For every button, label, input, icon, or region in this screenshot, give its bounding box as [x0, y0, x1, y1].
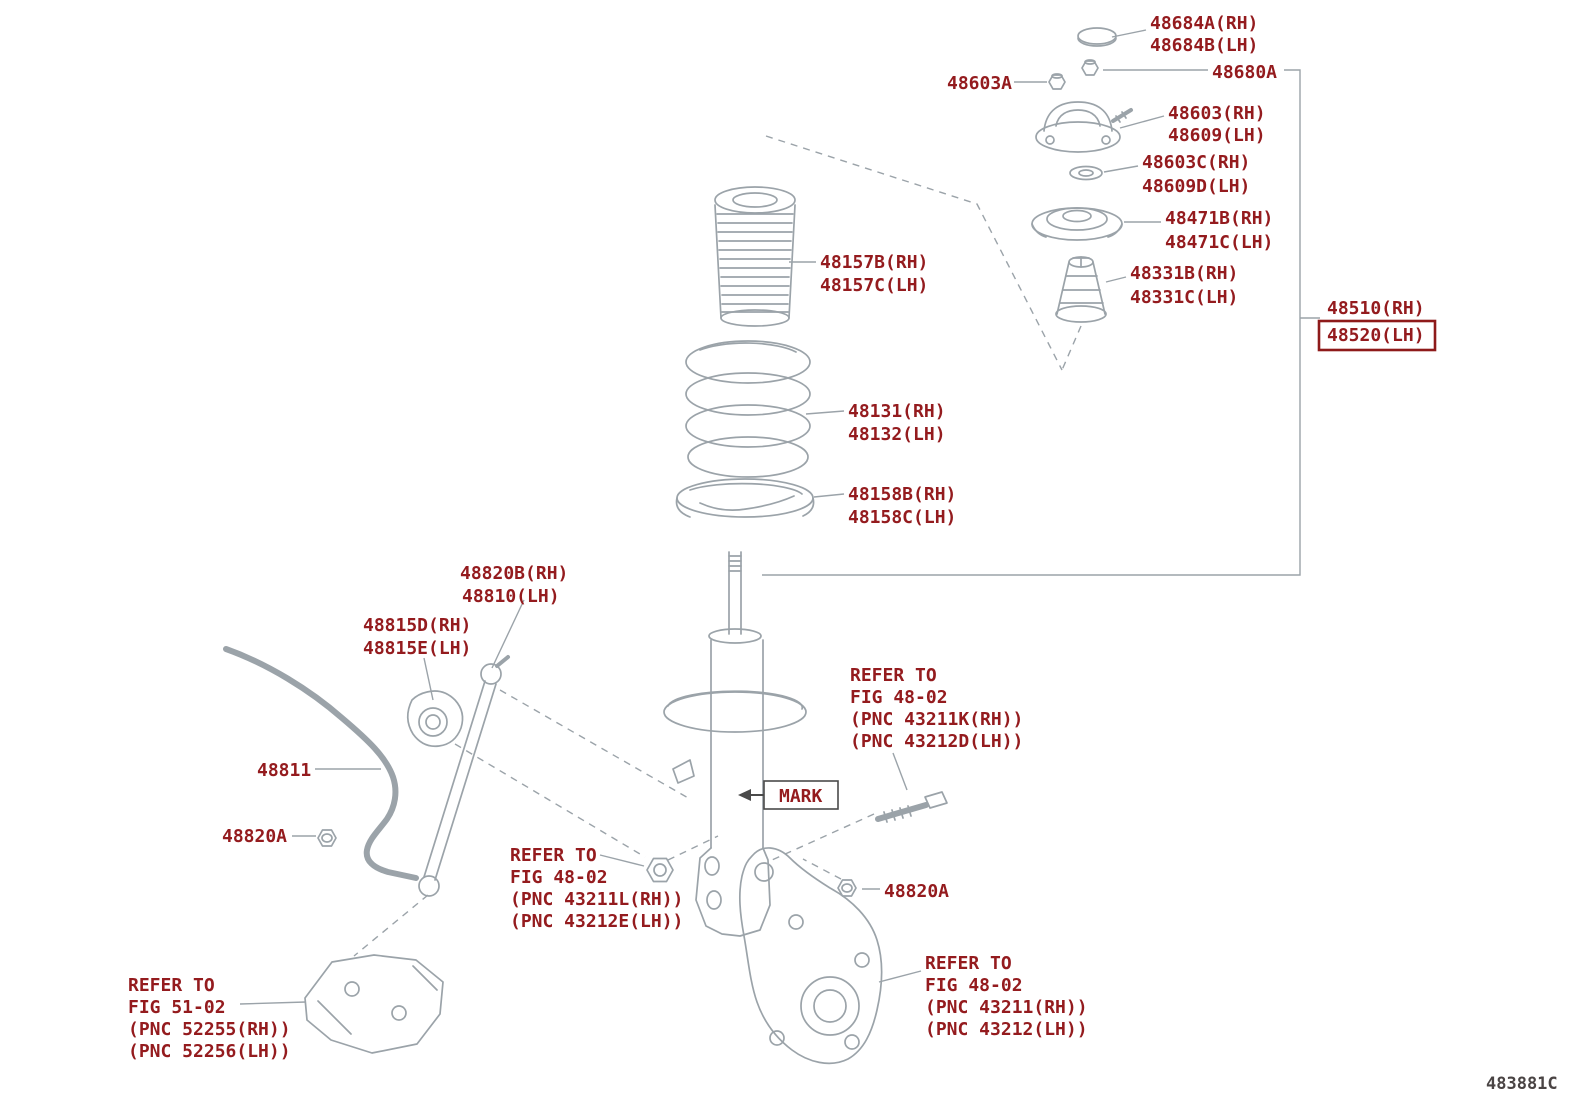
part-label-48815d-rh[interactable]: 48815D(RH) [363, 615, 471, 636]
selected-part-highlight [1317, 319, 1437, 352]
part-label-48684a-rh[interactable]: 48684A(RH) [1150, 13, 1258, 34]
part-label-48131-rh[interactable]: 48131(RH) [848, 401, 946, 422]
diagram-artwork [223, 27, 1133, 1065]
bump-stop-drawing [1055, 256, 1107, 323]
lower-bracket-drawing [304, 954, 444, 1054]
steering-knuckle-drawing [738, 847, 883, 1065]
figure-code: 483881C [1486, 1074, 1558, 1094]
coil-spring-drawing [685, 340, 811, 478]
assembly-bracket-line [762, 69, 1320, 576]
part-label-48810-lh[interactable]: 48810(LH) [462, 586, 560, 607]
refer-note-knuckle: REFER TO FIG 48-02 (PNC 43211(RH)) (PNC … [925, 953, 1088, 1040]
assembly-dashed-lines [353, 135, 1082, 957]
part-label-48680a[interactable]: 48680A [1212, 62, 1277, 83]
part-label-48684b-lh[interactable]: 48684B(LH) [1150, 35, 1258, 56]
refer-note-strut-nut-line2: FIG 48-02 [510, 867, 608, 888]
mark-label: MARK [779, 786, 823, 807]
bushing-bracket-drawing [406, 690, 464, 748]
nut-48603a-drawing [1048, 73, 1066, 90]
refer-note-knuckle-line3: (PNC 43211(RH)) [925, 997, 1088, 1018]
part-label-48603c-rh[interactable]: 48603C(RH) [1142, 152, 1250, 173]
bolt-drawing [875, 791, 948, 823]
refer-note-bracket-line2: FIG 51-02 [128, 997, 226, 1018]
support-mount-drawing [1035, 101, 1133, 153]
mark-arrow-icon [738, 789, 751, 801]
refer-note-knuckle-line4: (PNC 43212(LH)) [925, 1019, 1088, 1040]
part-label-48820a-right[interactable]: 48820A [884, 881, 949, 902]
stabilizer-bar-drawing [223, 646, 419, 881]
refer-note-bolt-line4: (PNC 43212D(LH)) [850, 731, 1023, 752]
refer-note-strut-nut: REFER TO FIG 48-02 (PNC 43211L(RH)) (PNC… [510, 845, 683, 932]
nut-left-drawing [317, 829, 337, 847]
part-label-48609d-lh[interactable]: 48609D(LH) [1142, 176, 1250, 197]
refer-note-bracket: REFER TO FIG 51-02 (PNC 52255(RH)) (PNC … [128, 975, 291, 1062]
refer-note-strut-nut-line3: (PNC 43211L(RH)) [510, 889, 683, 910]
refer-note-strut-nut-line4: (PNC 43212E(LH)) [510, 911, 683, 932]
dust-boot-drawing [714, 186, 796, 327]
part-label-48471b-rh[interactable]: 48471B(RH) [1165, 208, 1273, 229]
part-label-48158c-lh[interactable]: 48158C(LH) [848, 507, 956, 528]
part-label-48815e-lh[interactable]: 48815E(LH) [363, 638, 471, 659]
part-label-48820b-rh[interactable]: 48820B(RH) [460, 563, 568, 584]
strut-nut-drawing [646, 857, 674, 883]
part-label-48603a[interactable]: 48603A [947, 73, 1012, 94]
nut-right-drawing [837, 879, 857, 897]
refer-note-knuckle-line1: REFER TO [925, 953, 1012, 974]
refer-note-bracket-line3: (PNC 52255(RH)) [128, 1019, 291, 1040]
part-label-48157b-rh[interactable]: 48157B(RH) [820, 252, 928, 273]
part-label-48820a-left[interactable]: 48820A [222, 826, 287, 847]
refer-note-bracket-line4: (PNC 52256(LH)) [128, 1041, 291, 1062]
nut-48680a-drawing [1081, 59, 1099, 76]
stabilizer-link-drawing [418, 655, 510, 897]
part-labels: 48684A(RH) 48684B(LH) 48603A 48680A 4860… [222, 13, 1425, 902]
refer-note-bolt-line3: (PNC 43211K(RH)) [850, 709, 1023, 730]
leader-lines [239, 29, 1208, 1005]
part-label-48157c-lh[interactable]: 48157C(LH) [820, 275, 928, 296]
part-label-48132-lh[interactable]: 48132(LH) [848, 424, 946, 445]
part-label-48331c-lh[interactable]: 48331C(LH) [1130, 287, 1238, 308]
part-label-48471c-lh[interactable]: 48471C(LH) [1165, 232, 1273, 253]
upper-spring-seat-drawing [1031, 207, 1123, 241]
refer-note-knuckle-line2: FIG 48-02 [925, 975, 1023, 996]
refer-note-bolt-line2: FIG 48-02 [850, 687, 948, 708]
washer-drawing [1069, 165, 1103, 181]
part-label-48609-lh[interactable]: 48609(LH) [1168, 125, 1266, 146]
cap-drawing [1077, 27, 1117, 47]
refer-note-bolt-line1: REFER TO [850, 665, 937, 686]
part-label-48158b-rh[interactable]: 48158B(RH) [848, 484, 956, 505]
strut-drawing [663, 551, 807, 937]
refer-note-strut-nut-line1: REFER TO [510, 845, 597, 866]
part-label-48603-rh[interactable]: 48603(RH) [1168, 103, 1266, 124]
lower-spring-seat-drawing [675, 478, 815, 518]
part-label-48520-lh[interactable]: 48520(LH) [1327, 325, 1425, 346]
part-label-48510-rh[interactable]: 48510(RH) [1327, 298, 1425, 319]
part-label-48331b-rh[interactable]: 48331B(RH) [1130, 263, 1238, 284]
mark-callout: MARK [738, 780, 839, 810]
part-label-48811[interactable]: 48811 [257, 760, 311, 781]
refer-note-bolt: REFER TO FIG 48-02 (PNC 43211K(RH)) (PNC… [850, 665, 1023, 752]
refer-note-bracket-line1: REFER TO [128, 975, 215, 996]
